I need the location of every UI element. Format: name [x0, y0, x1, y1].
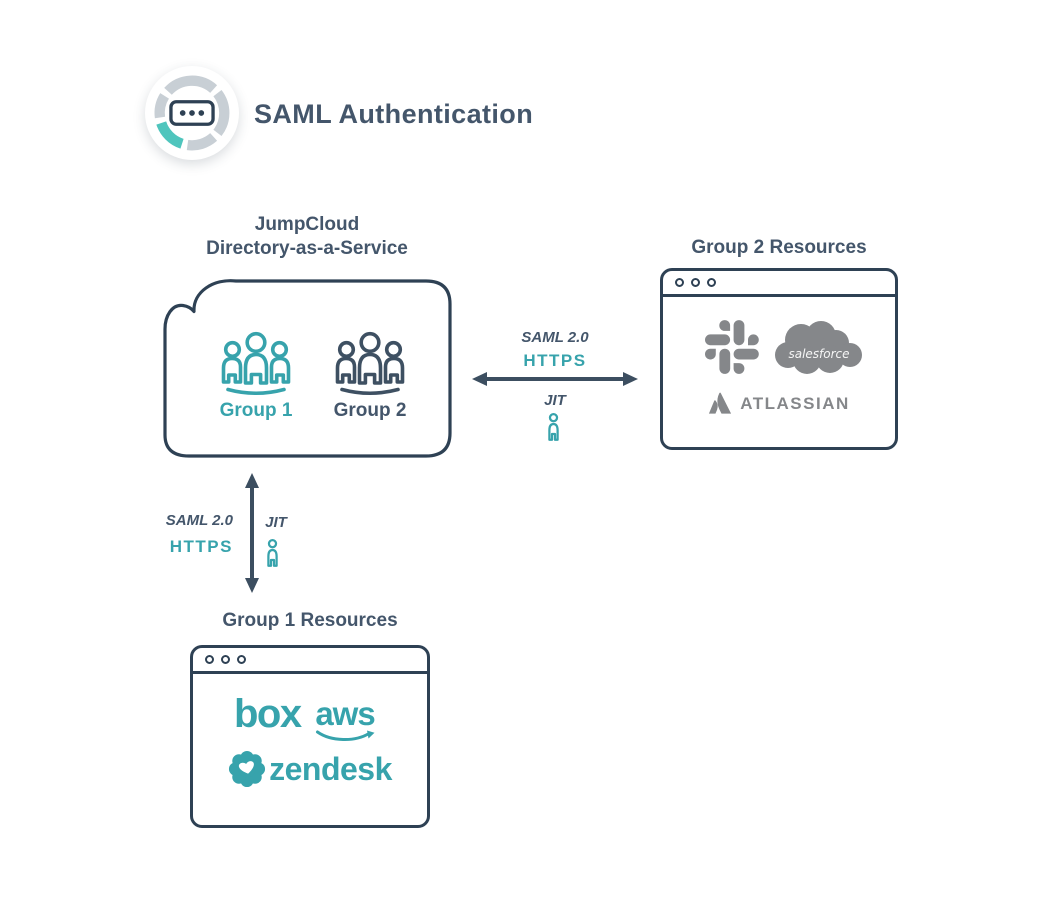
users-group2-icon [335, 331, 405, 396]
browser-titlebar [193, 648, 427, 674]
zendesk-wordmark: zendesk [269, 750, 392, 787]
group1-label: Group 1 [219, 400, 293, 421]
right-link-transport: HTTPS [523, 351, 587, 370]
right-link-protocol: SAML 2.0 [521, 329, 589, 346]
arrow-up-down-icon [245, 473, 259, 593]
browser-titlebar [663, 271, 895, 297]
page-title: SAML Authentication [254, 99, 534, 129]
idp-name: JumpCloud Directory-as-a-Service [156, 213, 458, 260]
group2-label: Group 2 [333, 400, 407, 421]
aws-logo: aws [315, 695, 376, 744]
idp-name-line1: JumpCloud [254, 214, 360, 235]
down-link-transport: HTTPS [169, 537, 233, 556]
browser-dot [237, 655, 246, 664]
browser-dot [707, 278, 716, 287]
box-logo: box [234, 692, 302, 736]
slack-icon [705, 320, 759, 374]
segmented-ring-icon [154, 75, 230, 151]
aws-smile-icon [316, 730, 375, 741]
users-group1-icon [221, 331, 291, 396]
user-icon [548, 413, 559, 441]
directory-cloud-shape [163, 279, 452, 458]
salesforce-icon: salesforce [775, 321, 862, 374]
down-link-protocol: SAML 2.0 [165, 512, 233, 529]
jumpcloud-logo-icon [145, 66, 239, 160]
browser-dot [205, 655, 214, 664]
group1-resources-window: box aws zendesk [190, 645, 430, 828]
group1-resources-title: Group 1 Resources [222, 610, 398, 631]
idp-name-line2: Directory-as-a-Service [206, 237, 408, 259]
browser-dot [675, 278, 684, 287]
aws-wordmark: aws [315, 695, 375, 732]
group2-resources-title: Group 2 Resources [691, 237, 867, 258]
user-icon [267, 539, 278, 567]
atlassian-logo: ATLASSIAN [663, 392, 895, 415]
right-link-jit: JIT [544, 392, 566, 409]
salesforce-wordmark: salesforce [788, 347, 849, 361]
zendesk-flower-icon [229, 750, 266, 788]
zendesk-logo: zendesk [193, 750, 427, 788]
atlassian-wordmark: ATLASSIAN [740, 393, 850, 413]
down-link-jit: JIT [265, 514, 287, 531]
heart-icon [239, 761, 254, 774]
arrow-left-right-icon [472, 372, 638, 386]
browser-dot [691, 278, 700, 287]
atlassian-icon [709, 392, 732, 414]
group2-resources-window: salesforce ATLASSIAN [660, 268, 898, 450]
browser-dot [221, 655, 230, 664]
